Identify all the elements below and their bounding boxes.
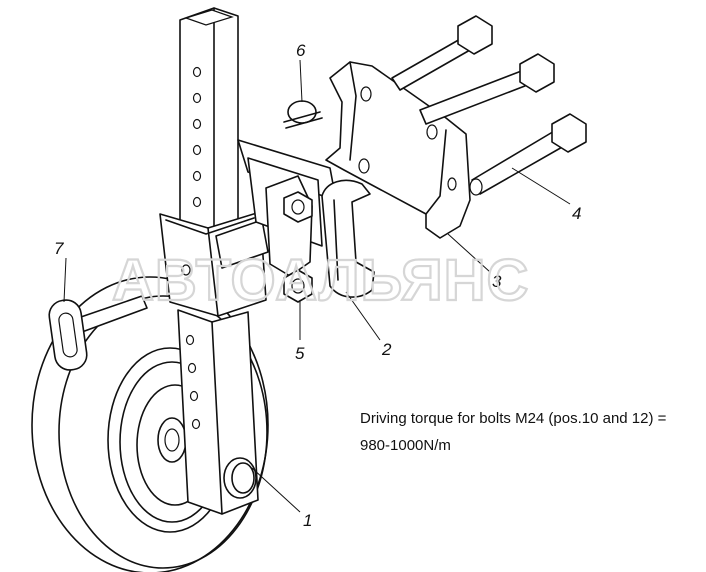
bolts-4 [391, 15, 587, 196]
callout-1: 1 [303, 511, 312, 530]
torque-note-line-2: 980-1000N/m [360, 437, 451, 454]
torque-note-line-1: Driving torque for bolts M24 (pos.10 and… [360, 410, 667, 427]
callout-2: 2 [381, 340, 392, 359]
callout-7: 7 [54, 239, 64, 258]
post-sleeve [159, 211, 269, 317]
callout-4: 4 [572, 204, 581, 223]
hitch-pin-7 [48, 295, 148, 371]
nuts-5 [283, 191, 313, 303]
mounting-plate-3 [325, 61, 471, 239]
lock-pin-6 [283, 100, 323, 129]
callout-6: 6 [296, 41, 306, 60]
leader-lines [63, 59, 571, 513]
watermark: АВТОАЛЬЯНС [112, 248, 529, 313]
clamp-bracket-2 [321, 179, 375, 298]
callout-5: 5 [295, 344, 305, 363]
callout-3: 3 [492, 272, 502, 291]
